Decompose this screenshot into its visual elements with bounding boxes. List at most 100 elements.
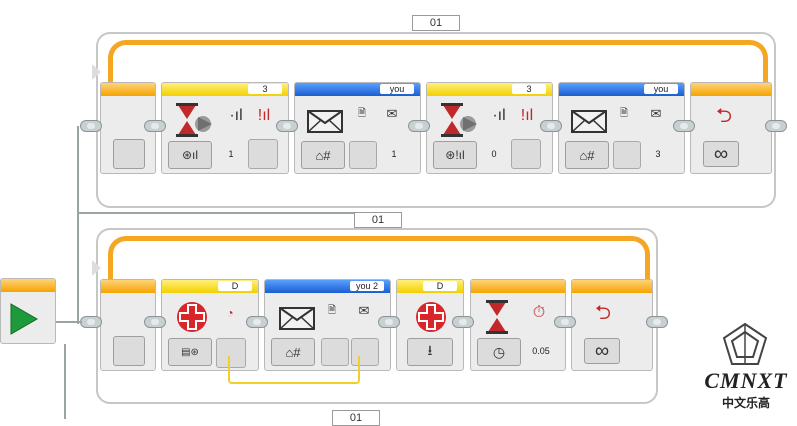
loop-bottom-start-mode[interactable] — [113, 336, 145, 366]
sequence-wire — [56, 321, 82, 323]
loop-bottom-end-mode[interactable]: ∞ — [584, 338, 620, 364]
plug-connector[interactable] — [378, 316, 400, 328]
msg-b-title[interactable]: you — [644, 84, 678, 94]
wait-time-value[interactable]: 0.05 — [532, 346, 550, 356]
loop-bottom-label[interactable]: 01 — [354, 212, 402, 228]
plug-connector[interactable] — [765, 120, 787, 132]
sequence-wire — [77, 126, 79, 324]
sequence-wire — [64, 344, 66, 419]
hourglass-sensor-icon — [441, 103, 477, 137]
loop-top-label[interactable]: 01 — [412, 15, 460, 31]
motor-dpad-icon — [416, 302, 446, 332]
message-block-c[interactable]: you 2 🗎 ✉ ⌂# — [264, 279, 391, 371]
msg-b-param-1[interactable] — [613, 141, 641, 169]
msg-c-param-1[interactable] — [321, 338, 349, 366]
loop-return-icon: ⮌ — [594, 302, 612, 324]
loop-bottom-arc — [108, 236, 650, 280]
mail-icon: ✉ — [386, 106, 398, 121]
msg-a-value[interactable]: 1 — [391, 149, 397, 159]
loop-bottom-start-header — [101, 280, 155, 293]
motor-b-header: D — [397, 280, 463, 293]
signal-icon: ·ıl — [229, 107, 243, 124]
motor-block-b[interactable]: D ⭳ — [396, 279, 464, 371]
motor-a-param[interactable] — [216, 338, 246, 368]
wait-sensor-block-b[interactable]: 3 ·ıl !ıl ⊛!ıl 0 — [426, 82, 553, 174]
msg-c-header: you 2 — [265, 280, 390, 293]
play-icon — [10, 303, 39, 335]
motor-b-port[interactable]: D — [423, 281, 457, 291]
plug-connector[interactable] — [673, 120, 695, 132]
motor-b-mode-button[interactable]: ⭳ — [407, 338, 453, 366]
msg-c-title[interactable]: you 2 — [350, 281, 384, 291]
msg-a-param-1[interactable] — [349, 141, 377, 169]
wait-a-port[interactable]: 3 — [248, 84, 282, 94]
wait-b-header: 3 — [427, 83, 552, 96]
watermark-subtitle: 中文乐高 — [721, 396, 770, 410]
loop-top-start-header — [101, 83, 155, 96]
plug-connector[interactable] — [540, 120, 562, 132]
plug-connector[interactable] — [276, 120, 298, 132]
loop-bottom-end-block[interactable]: ⮌ ∞ — [571, 279, 653, 371]
msg-a-title[interactable]: you — [380, 84, 414, 94]
loop-top-start-mode[interactable] — [113, 139, 145, 169]
msg-c-param-2[interactable] — [351, 338, 379, 366]
wait-b-port[interactable]: 3 — [512, 84, 546, 94]
msg-a-mode-button[interactable]: ⌂# — [301, 141, 345, 169]
wait-b-param[interactable] — [511, 139, 541, 169]
envelope-icon — [571, 110, 607, 133]
signal-icon: ·ıl — [492, 107, 506, 124]
sequence-wire — [78, 212, 378, 214]
wait-a-header: 3 — [162, 83, 288, 96]
message-block-a[interactable]: you 🗎 ✉ ⌂# 1 — [294, 82, 421, 174]
wait-time-header — [471, 280, 565, 293]
loop-top-end-mode[interactable]: ∞ — [703, 141, 739, 167]
loop-top-end-header — [691, 83, 771, 96]
loop-top-arc — [108, 40, 768, 84]
envelope-icon — [307, 110, 343, 133]
wait-b-mode-button[interactable]: ⊛!ıl — [433, 141, 477, 169]
hourglass-sensor-icon — [176, 103, 212, 137]
rotation-icon: ◔ — [226, 306, 234, 320]
wait-b-value[interactable]: 0 — [491, 149, 497, 159]
wait-a-param[interactable] — [248, 139, 278, 169]
msg-a-header: you — [295, 83, 420, 96]
plug-connector[interactable] — [80, 316, 102, 328]
plug-connector[interactable] — [646, 316, 668, 328]
wait-a-value[interactable]: 1 — [228, 149, 234, 159]
plug-connector[interactable] — [554, 316, 576, 328]
timer-icon: ⏱ — [532, 304, 546, 321]
watermark-title: CMNXT — [704, 368, 788, 393]
motor-dpad-icon — [177, 302, 207, 332]
signal-alert-icon: !ıl — [257, 107, 271, 124]
plug-connector[interactable] — [144, 316, 166, 328]
wait-sensor-block-a[interactable]: 3 ·ıl !ıl ⊛ıl 1 — [161, 82, 289, 174]
motor-a-mode-button[interactable]: ▤⊛ — [168, 338, 212, 366]
plug-connector[interactable] — [246, 316, 268, 328]
plug-connector[interactable] — [452, 316, 474, 328]
motor-a-header: D — [162, 280, 258, 293]
hourglass-icon — [486, 300, 508, 334]
loop-top-end-block[interactable]: ⮌ ∞ — [690, 82, 772, 174]
plug-connector[interactable] — [80, 120, 102, 132]
program-start-block[interactable] — [0, 278, 56, 344]
message-block-b[interactable]: you 🗎 ✉ ⌂# 3 — [558, 82, 685, 174]
data-wire — [228, 356, 360, 384]
msg-c-mode-button[interactable]: ⌂# — [271, 338, 315, 366]
footer-loop-label[interactable]: 01 — [332, 410, 380, 426]
wait-a-mode-button[interactable]: ⊛ıl — [168, 141, 212, 169]
msg-b-mode-button[interactable]: ⌂# — [565, 141, 609, 169]
signal-alert-icon: !ıl — [520, 107, 534, 124]
loop-top-arrow-icon — [92, 64, 101, 80]
mail-icon: ✉ — [650, 106, 662, 121]
wait-time-mode-button[interactable]: ◷ — [477, 338, 521, 366]
envelope-icon — [279, 307, 315, 330]
program-start-header — [1, 279, 55, 292]
abc-text-icon: 🗎 — [357, 108, 367, 119]
plug-connector[interactable] — [144, 120, 166, 132]
mail-icon: ✉ — [358, 303, 370, 318]
plug-connector[interactable] — [408, 120, 430, 132]
msg-b-value[interactable]: 3 — [655, 149, 661, 159]
wait-time-block[interactable]: ⏱ ◷ 0.05 — [470, 279, 566, 371]
abc-text-icon: 🗎 — [619, 108, 629, 119]
motor-a-port[interactable]: D — [218, 281, 252, 291]
